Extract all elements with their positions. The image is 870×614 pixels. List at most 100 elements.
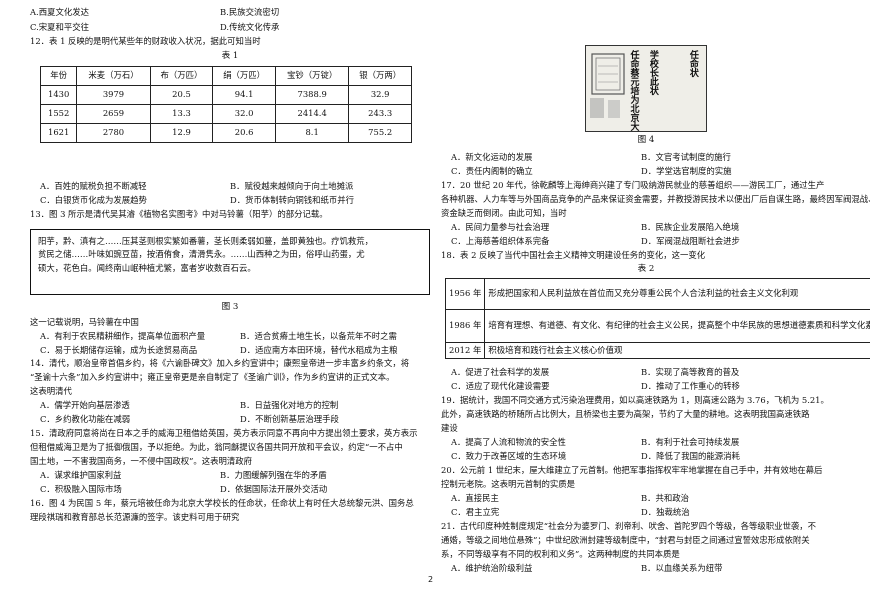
table1-cell: 2659 (76, 104, 151, 124)
q20-option-c: C．君主立宪 (451, 507, 500, 517)
q19-option-d: D．降低了我国的能源消耗 (641, 451, 740, 461)
q21-line3: 系，不同等级享有不同的权利和义务”。这两种制度的共同本质是 (441, 549, 680, 559)
figure4-vertical-text-3: 学校长此状 (647, 50, 658, 95)
q16-option-a: A．新文化运动的发展 (451, 152, 533, 162)
q19-line2: 此外，高速铁路的桥随所占比例大，且桥梁也主要为高架，节约了大量的耕地。这表明我国… (441, 409, 810, 419)
table1-header: 宝钞（万锭） (274, 66, 350, 86)
q21-line2: 通婚，等级之间地位悬殊”；中世纪欧洲封建等级制度中，“封君与封臣之间通过宣誓效忠… (441, 535, 810, 545)
figure4-image: 任命蔡元培为北京大 任命状 学校长此状 (585, 45, 707, 132)
q19-line1: 19．据统计，我国不同交通方式污染治理费用，如以高速铁路为 1，则高速公路为 3… (441, 395, 829, 405)
q21-line1: 21．古代印度种姓制度规定“社会分为婆罗门、刹帝利、吠舍、首陀罗四个等级，各等级… (441, 521, 817, 531)
table1-header: 年份 (39, 66, 78, 86)
table1-cell: 13.3 (149, 104, 214, 124)
table1-cell: 3979 (76, 85, 151, 105)
table2-title: 表 2 (637, 264, 655, 274)
table1-header-row: 年份 米麦（万石） 布（万匹） 绢（万匹） 宝钞（万锭） 银（万两） (39, 66, 412, 86)
q11-option-c: C.宋夏和平交往 (30, 22, 90, 32)
q17-option-c: C．上海慈善组织体系完备 (451, 236, 550, 246)
table2-year: 1956 年 (444, 278, 486, 310)
appointment-document-icon (586, 46, 706, 131)
table1-cell: 12.9 (149, 123, 214, 143)
q11-option-a: A.西夏文化发达 (30, 7, 89, 17)
q18-option-d: D．推动了工作重心的转移 (641, 381, 740, 391)
figure4-vertical-text-2: 任命蔡元培为北京大 (628, 50, 639, 131)
figure4-caption: 图 4 (637, 135, 655, 145)
q19-option-b: B．有利于社会可持续发展 (641, 437, 740, 447)
page-number: 2 (428, 575, 434, 584)
quote-line: 阳芋，黔、滇有之……压其茎则根实繁如番薯，茎长则柔弱如蔓，盖即黄独也。疗饥救荒， (38, 236, 373, 246)
q17-option-d: D．军阀混战阻断社会进步 (641, 236, 740, 246)
table2-row: 1956 年 形成把国家和人民利益放在首位而又充分尊重公民个人合法利益的社会主义… (444, 278, 870, 310)
figure3-quote: 阳芋，黔、滇有之……压其茎则根实繁如番薯，茎长则柔弱如蔓，盖即黄独也。疗饥救荒，… (30, 229, 430, 295)
q16-option-d: D．学堂选官制度的实施 (641, 166, 732, 176)
q13-conclusion: 这一记载说明，马铃薯在中国 (30, 317, 139, 327)
table2-row: 1986 年 培育有理想、有道德、有文化、有纪律的社会主义公民，提高整个中华民族… (444, 309, 870, 343)
q15-line3: 国土地，一不害我国商务，一不侵中国政权”。这表明清政府 (30, 456, 253, 466)
table1-header: 银（万两） (348, 66, 412, 86)
q16-line2: 理段祺瑞和教育部总长范源濂的签字。该史料可用于研究 (30, 512, 240, 522)
q13-option-b: B．适合贫瘠土地生长，以备荒年不时之需 (240, 331, 397, 341)
q16-line1: 16．图 4 为民国 5 年，蔡元培被任命为北京大学校长的任命状，任命状上有时任… (30, 498, 414, 508)
table1-cell: 755.2 (348, 123, 412, 143)
quote-line: 硕大，花色白。闻终南山岷种植尤繁，富者岁收数百石云。 (38, 262, 256, 273)
table2-year: 1986 年 (444, 309, 486, 343)
q21-option-a: A．维护统治阶级利益 (451, 563, 533, 573)
q17-option-b: B．民族企业发展陷入绝境 (641, 222, 740, 232)
q13-stem: 13．图 3 所示是清代吴其濬《植物名实图考》中对马铃薯（阳芋）的部分记载。 (30, 209, 328, 219)
figure3-caption: 图 3 (221, 302, 239, 312)
q14-line3: 这表明清代 (30, 386, 72, 396)
table1-cell: 1430 (39, 85, 78, 105)
q19-option-a: A．提高了人流和物流的安全性 (451, 437, 566, 447)
q12-option-a: A．百姓的赋税负担不断减轻 (40, 181, 147, 191)
q13-option-c: C．易于长期储存运输，成为长途贸易商品 (40, 345, 198, 355)
q16-option-c: C．责任内阁制的确立 (451, 166, 533, 176)
q18-option-b: B．实现了高等教育的普及 (641, 367, 740, 377)
table2-content: 积极培育和践行社会主义核心价值观 (484, 341, 870, 360)
table1-cell: 1552 (39, 104, 78, 124)
q12-stem: 12．表 1 反映的是明代某些年的财政收入状况，据此可知当时 (30, 36, 261, 46)
q11-option-d: D.传统文化传承 (220, 22, 280, 32)
q16-option-b: B．文官考试制度的施行 (641, 152, 731, 162)
table1-row: 1430 3979 20.5 94.1 7388.9 32.9 (39, 85, 412, 105)
table1-header: 绢（万匹） (212, 66, 276, 86)
table1-cell: 2780 (76, 123, 151, 143)
table1-cell: 7388.9 (274, 85, 350, 105)
table1-header: 米麦（万石） (76, 66, 151, 86)
q17-option-a: A．民间力量参与社会治理 (451, 222, 550, 232)
q15-option-a: A．谋求维护国家利益 (40, 470, 122, 480)
table1: 年份 米麦（万石） 布（万匹） 绢（万匹） 宝钞（万锭） 银（万两） 1430 … (39, 66, 412, 143)
q21-option-b: B．以血缘关系为纽带 (641, 563, 723, 573)
q19-line3: 建设 (441, 423, 458, 433)
q17-line2: 各种机器、人力车等与外国商品竞争的产品来保证资金需要，并教授游民技术以便出厂后自… (441, 194, 870, 204)
table1-cell: 94.1 (212, 85, 276, 105)
q15-line2: 但租借威海卫是为了抵御俄国，予以拒绝。为此，翁同龢提议各国共同开放和平会议，约定… (30, 442, 403, 452)
q20-line2: 控制元老院。这表明元首制的实质是 (441, 479, 575, 489)
q20-option-a: A．直接民主 (451, 493, 499, 503)
q12-option-d: D．货币体制转向铜钱和纸币并行 (230, 195, 354, 205)
table1-title: 表 1 (221, 51, 239, 61)
q20-line1: 20．公元前 1 世纪末，屋大维建立了元首制。他把军事指挥权牢牢地掌握在自己手中… (441, 465, 823, 475)
table2-row: 2012 年 积极培育和践行社会主义核心价值观 (444, 341, 870, 360)
table2-content: 培育有理想、有道德、有文化、有纪律的社会主义公民，提高整个中华民族的思想道德素质… (484, 309, 870, 343)
q18-stem: 18．表 2 反映了当代中国社会主义精神文明建设任务的变化，这一变化 (441, 250, 706, 260)
table1-header: 布（万匹） (149, 66, 214, 86)
q15-option-c: C．积极融入国际市场 (40, 484, 122, 494)
q14-line2: “圣谕十六条”加入乡约宣讲中；雍正皇帝更是亲自制定了《圣谕广训》，作为乡约宣讲的… (30, 372, 395, 382)
q19-option-c: C．致力于改善区域的生态环境 (451, 451, 567, 461)
table1-cell: 243.3 (348, 104, 412, 124)
q15-option-d: D．依据国际法开展外交活动 (220, 484, 328, 494)
table1-cell: 20.5 (149, 85, 214, 105)
q11-option-b: B.民族交流密切 (220, 7, 280, 17)
q20-option-b: B．共和政治 (641, 493, 690, 503)
q14-option-a: A．儒学开始向基层渗透 (40, 400, 130, 410)
table1-cell: 20.6 (212, 123, 276, 143)
table1-row: 1552 2659 13.3 32.0 2414.4 243.3 (39, 104, 412, 124)
q12-option-b: B．赋役越来越倾向于向土地摊派 (230, 181, 354, 191)
q14-option-c: C．乡约教化功能在减弱 (40, 414, 131, 424)
q18-option-c: C．适应了现代化建设需要 (451, 381, 550, 391)
q12-option-c: C．白银货币化成为发展趋势 (40, 195, 147, 205)
table1-cell: 8.1 (274, 123, 350, 143)
figure4-vertical-text-1: 任命状 (687, 50, 698, 77)
table1-cell: 2414.4 (274, 104, 350, 124)
q13-option-d: D．适应南方本田环境，替代水稻成为主粮 (240, 345, 398, 355)
